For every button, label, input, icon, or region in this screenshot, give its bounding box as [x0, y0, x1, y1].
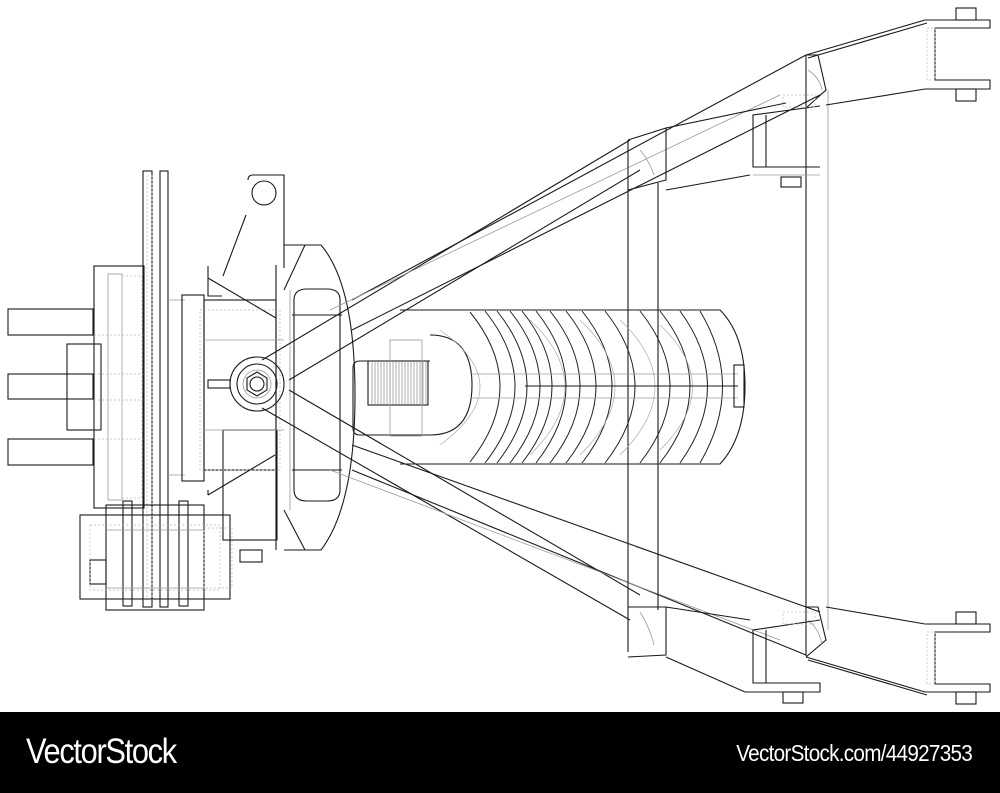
- mount-bracket-upper-right: [925, 7, 991, 102]
- stock-id-text: VectorStock.com/44927353: [736, 740, 973, 766]
- mount-bracket-lower-right: [925, 611, 991, 705]
- brake-disc: [142, 170, 185, 608]
- coil-over-shock: [352, 309, 746, 465]
- mount-bracket-lower-left: [745, 611, 821, 704]
- wheel-studs: [7, 308, 94, 466]
- brake-caliper: [79, 500, 233, 611]
- steering-knuckle: [181, 174, 285, 563]
- damper-knurl: [371, 362, 427, 404]
- mount-bracket-upper-left: [752, 94, 821, 188]
- suspension-drawing: [7, 7, 991, 705]
- brand-logo-text: VectorStock: [26, 732, 177, 771]
- control-arm: [261, 19, 928, 696]
- hub-flange: [66, 265, 145, 509]
- strut-mount: [283, 244, 356, 551]
- watermark-footer: VectorStock VectorStock.com/44927353: [0, 712, 1000, 793]
- ball-joint: [207, 356, 285, 412]
